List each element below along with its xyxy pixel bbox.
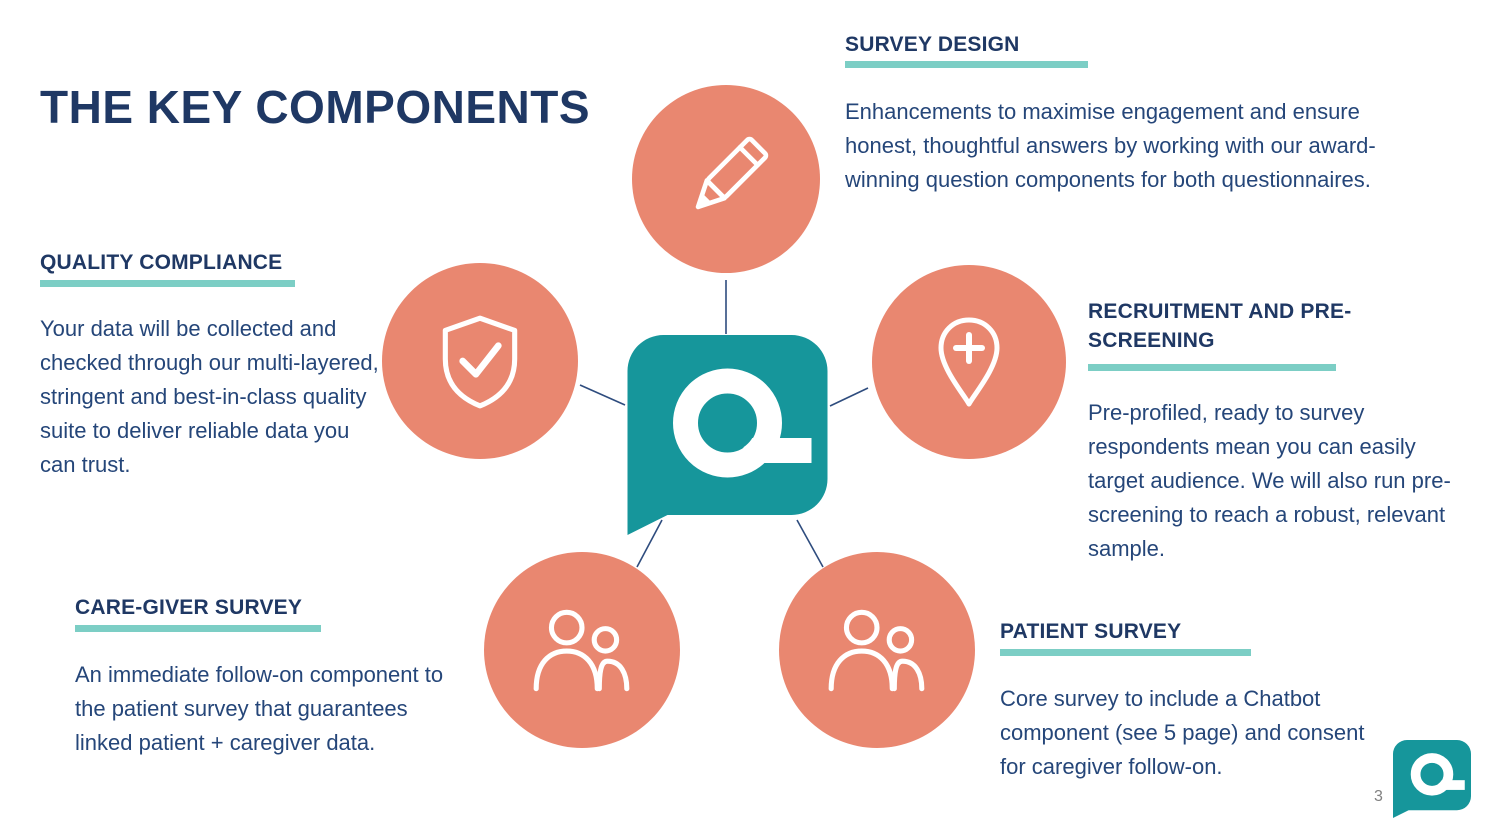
section-heading: PATIENT SURVEY bbox=[1000, 620, 1182, 643]
accent-underline bbox=[40, 280, 295, 287]
q-logo-small bbox=[1393, 740, 1471, 818]
accent-underline bbox=[75, 625, 321, 632]
section-body: Enhancements to maximise engagement and … bbox=[845, 99, 1376, 192]
slide-title: THE KEY COMPONENTS bbox=[40, 81, 590, 133]
section-heading: RECRUITMENT AND PRE-SCREENING bbox=[1088, 300, 1352, 352]
accent-underline bbox=[1000, 649, 1251, 656]
pencil-icon bbox=[695, 136, 769, 210]
node-quality-compliance bbox=[382, 263, 578, 459]
node-survey-design bbox=[632, 85, 820, 273]
q-speech-bubble-logo bbox=[627, 335, 828, 535]
accent-underline bbox=[845, 61, 1088, 68]
section-heading: CARE-GIVER SURVEY bbox=[75, 596, 303, 619]
section-body: Your data will be collected and checked … bbox=[40, 316, 379, 477]
section-heading: SURVEY DESIGN bbox=[845, 33, 1020, 56]
section-body: Pre-profiled, ready to survey respondent… bbox=[1088, 400, 1451, 561]
node-patient-survey bbox=[779, 552, 975, 748]
page-number: 3 bbox=[1374, 788, 1383, 805]
location-plus-icon bbox=[938, 317, 1000, 407]
shield-check-icon bbox=[442, 315, 518, 409]
section-heading: QUALITY COMPLIANCE bbox=[40, 251, 283, 274]
people-icon bbox=[533, 609, 630, 692]
section-body: Core survey to include a Chatbot compone… bbox=[1000, 686, 1365, 779]
node-recruitment-pre-screening bbox=[872, 265, 1066, 459]
node-care-giver-survey bbox=[484, 552, 680, 748]
section-body: An immediate follow-on component to the … bbox=[75, 662, 444, 755]
accent-underline bbox=[1088, 364, 1336, 371]
people-icon bbox=[828, 609, 925, 692]
